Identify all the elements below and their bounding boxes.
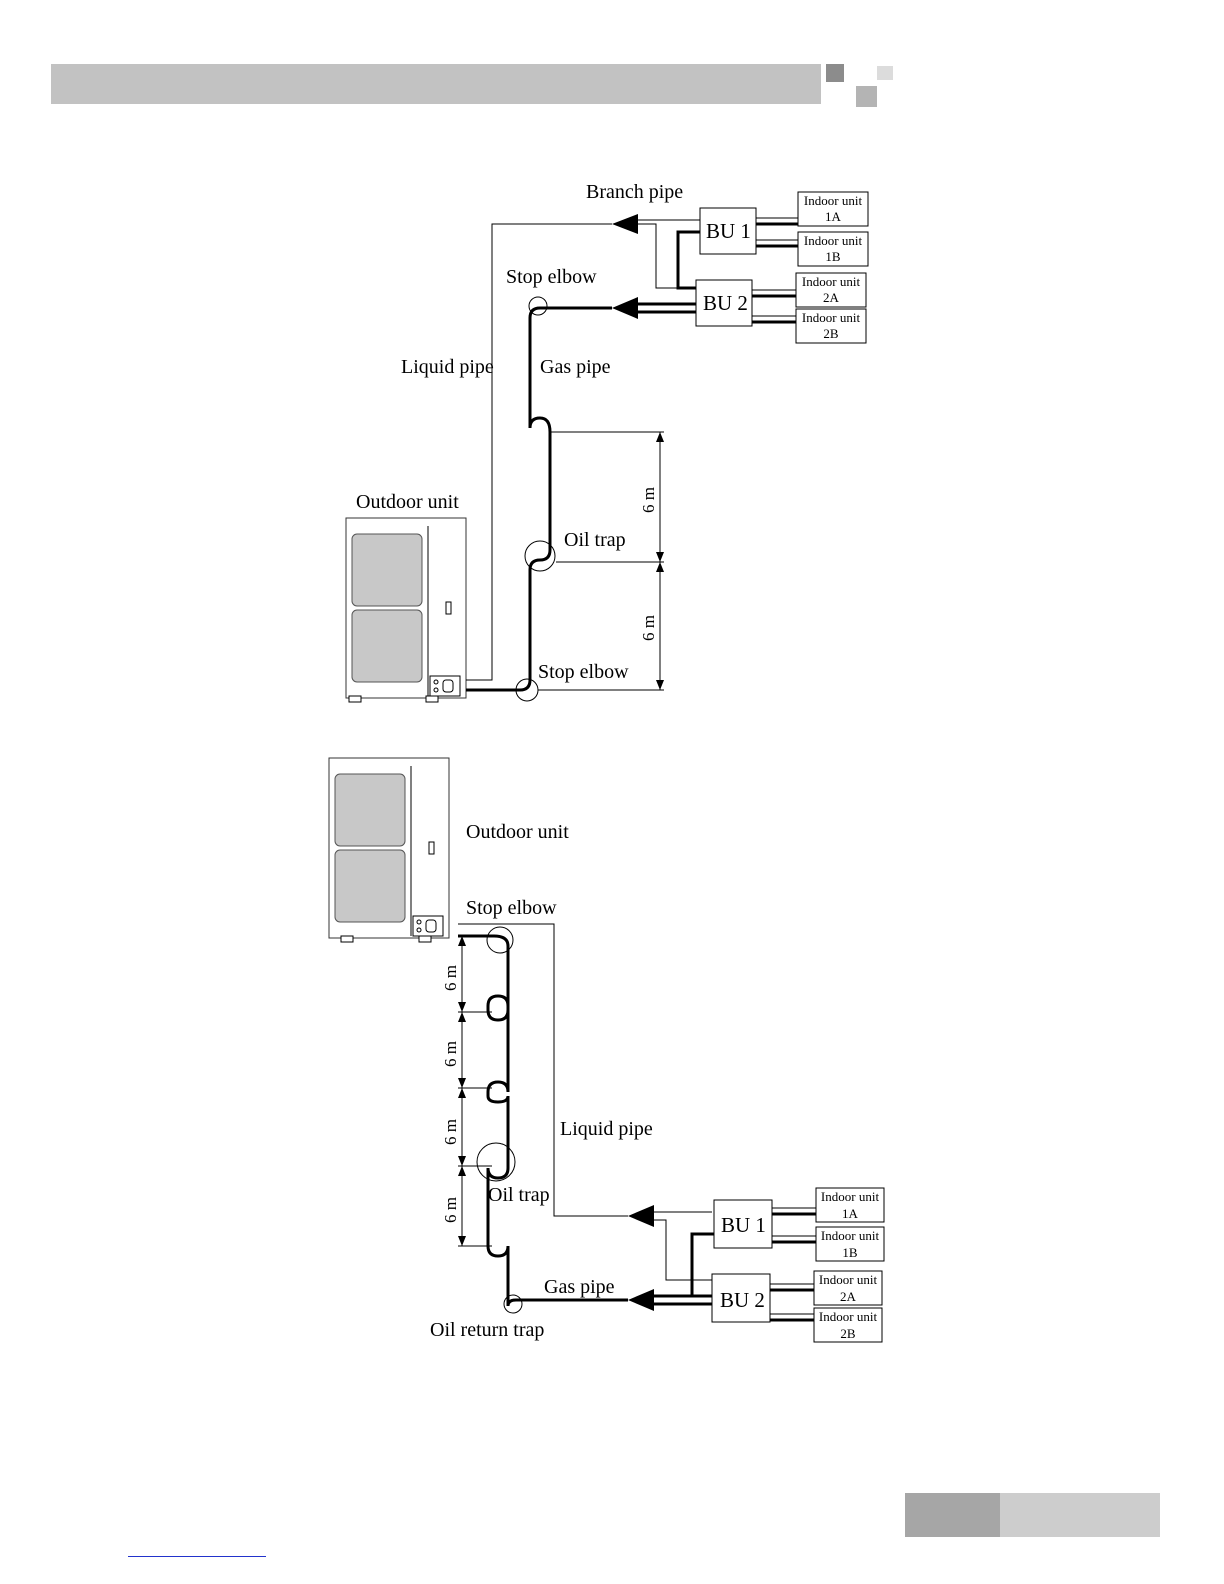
oil-trap-marker [476, 1142, 516, 1182]
indoor-unit-2b: Indoor unit 2B [813, 1307, 883, 1343]
indoor-unit-1a: Indoor unit 1A [797, 191, 869, 227]
stop-elbow-marker [528, 296, 548, 316]
outdoor-unit-label: Outdoor unit [466, 821, 569, 843]
stop-elbow-label: Stop elbow [466, 897, 557, 919]
outdoor-unit-bottom [328, 757, 450, 943]
oil-trap-marker [524, 540, 556, 572]
header-decor-square [826, 64, 844, 82]
branch-pipe-label: Branch pipe [586, 181, 683, 203]
diagram-bottom: BU 1 BU 2 Indoor unit 1A Indoor unit 1B [328, 757, 885, 1343]
svg-text:Indoor unit: Indoor unit [819, 1272, 878, 1287]
footer-bar-dark [905, 1493, 1000, 1537]
stop-elbow-marker [486, 926, 514, 954]
page-header-bar [51, 64, 821, 104]
svg-text:1A: 1A [842, 1206, 859, 1221]
svg-text:1B: 1B [842, 1245, 858, 1260]
liquid-pipe-bottom [458, 923, 628, 1217]
svg-text:1B: 1B [825, 249, 841, 264]
indoor-unit-2a: Indoor unit 2A [813, 1270, 883, 1306]
dimension-label: 6 m [639, 615, 658, 641]
footer-link-underline[interactable] [128, 1556, 266, 1557]
bu1-label: BU 1 [706, 219, 751, 243]
dimension-label: 6 m [441, 1197, 460, 1223]
bu1-box [713, 1199, 773, 1249]
bu1-label: BU 1 [721, 1213, 766, 1237]
svg-text:Indoor unit: Indoor unit [821, 1189, 880, 1204]
bu1-box [699, 207, 757, 255]
oil-return-trap-marker [503, 1294, 523, 1314]
svg-text:1A: 1A [825, 209, 842, 224]
gas-branch-arrow [628, 1289, 654, 1311]
stop-elbow-label: Stop elbow [506, 266, 597, 288]
gas-pipe-bottom [458, 934, 628, 1307]
svg-text:Indoor unit: Indoor unit [802, 274, 861, 289]
oil-trap-label: Oil trap [564, 529, 626, 551]
branch-pipe-arrow [628, 1205, 654, 1227]
dimension-label: 6 m [441, 1041, 460, 1067]
oil-trap-label: Oil trap [488, 1184, 550, 1206]
indoor-unit-1b: Indoor unit 1B [797, 231, 869, 267]
stop-elbow-label: Stop elbow [538, 661, 629, 683]
svg-text:2A: 2A [840, 1289, 857, 1304]
bu2-box [695, 279, 753, 327]
liquid-pipe-label: Liquid pipe [560, 1118, 653, 1140]
svg-text:2B: 2B [823, 326, 839, 341]
dimension-label: 6 m [441, 965, 460, 991]
liquid-pipe-top [466, 223, 612, 681]
svg-text:Indoor unit: Indoor unit [821, 1228, 880, 1243]
outdoor-unit-label: Outdoor unit [356, 491, 459, 513]
svg-text:Indoor unit: Indoor unit [802, 310, 861, 325]
bu2-label: BU 2 [720, 1288, 765, 1312]
indoor-unit-1b: Indoor unit 1B [815, 1226, 885, 1262]
diagram-top: BU 1 BU 2 Indoor unit 1A Indoor unit 1B [345, 181, 869, 703]
dimension-lines-top [538, 431, 664, 691]
branch-pipe-arrow [612, 214, 638, 234]
indoor-unit-1a: Indoor unit 1A [815, 1187, 885, 1223]
bu2-box [711, 1273, 771, 1323]
outdoor-unit-top [345, 517, 467, 703]
oil-return-trap-label: Oil return trap [430, 1319, 544, 1341]
dimension-lines-bottom [458, 935, 492, 1247]
indoor-unit-2a: Indoor unit 2A [795, 272, 867, 308]
header-decor-square [856, 86, 877, 107]
header-decor-square [877, 66, 893, 80]
svg-text:2A: 2A [823, 290, 840, 305]
bu-to-indoor-lines [770, 1207, 816, 1322]
svg-text:2B: 2B [840, 1326, 856, 1341]
gas-branch-arrow [612, 297, 638, 319]
dimension-label: 6 m [441, 1119, 460, 1145]
liquid-pipe-label: Liquid pipe [401, 356, 494, 378]
gas-pipe-top [466, 306, 612, 692]
gas-pipe-label: Gas pipe [544, 1276, 615, 1298]
indoor-unit-2b: Indoor unit 2B [795, 308, 867, 344]
bu2-label: BU 2 [703, 291, 748, 315]
gas-pipe-label: Gas pipe [540, 356, 611, 378]
bu-to-indoor-lines [752, 217, 798, 324]
svg-text:Indoor unit: Indoor unit [819, 1309, 878, 1324]
svg-text:Indoor unit: Indoor unit [804, 193, 863, 208]
svg-text:Indoor unit: Indoor unit [804, 233, 863, 248]
footer-bar-light [1000, 1493, 1160, 1537]
dimension-label: 6 m [639, 487, 658, 513]
